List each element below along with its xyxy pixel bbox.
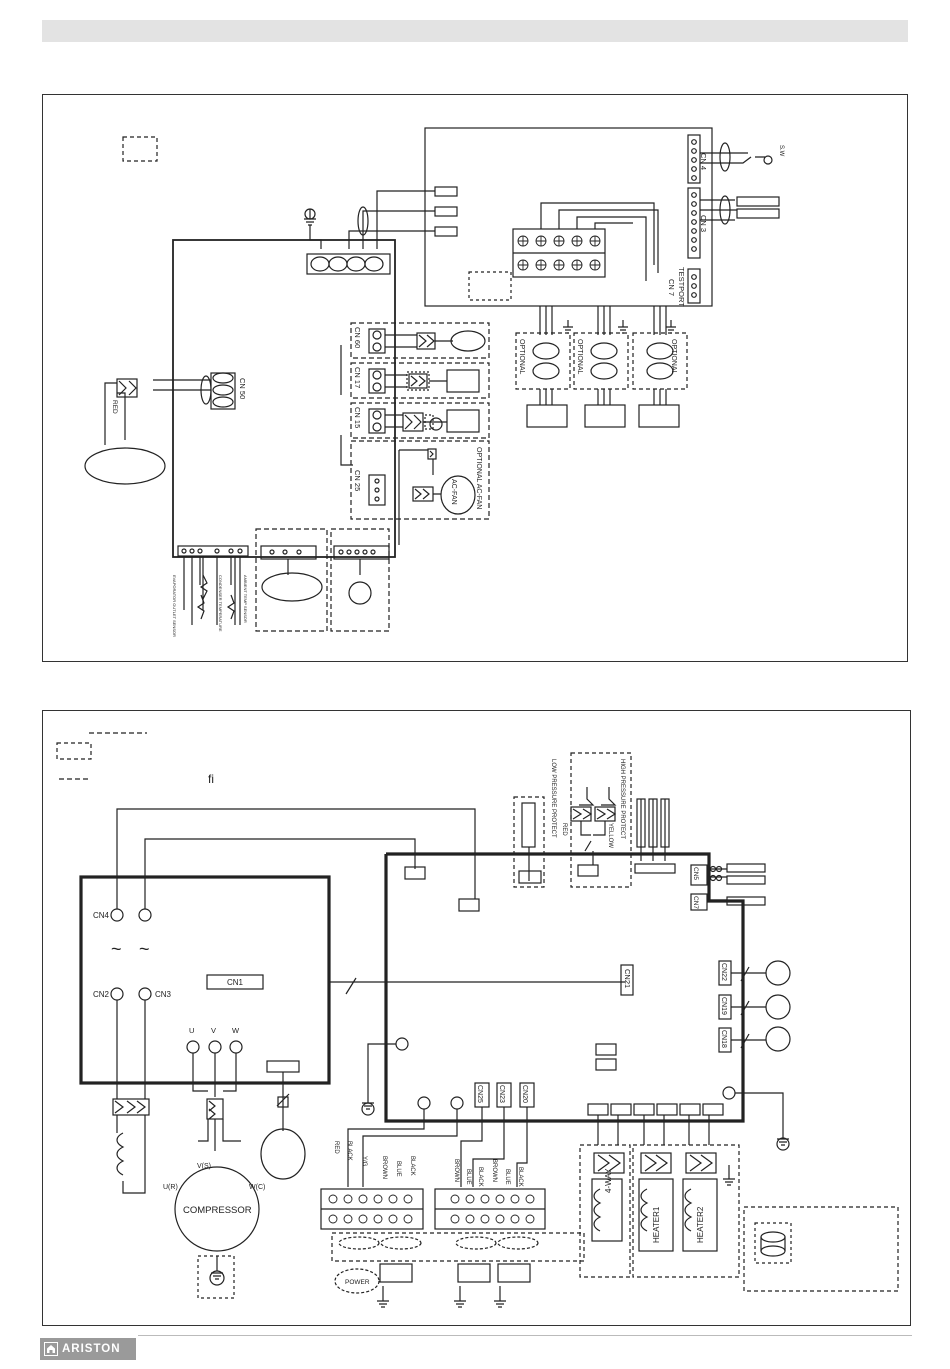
- label-w: W: [232, 1026, 240, 1035]
- label-cn25: CN25: [476, 1085, 483, 1103]
- cn3-connector: [687, 187, 701, 259]
- header-bar: [42, 20, 908, 42]
- label-ac-fan: AC-FAN: [450, 479, 457, 505]
- label-cn3: CN3: [155, 990, 172, 999]
- outdoor-wiring-svg: ﬁ: [56, 732, 899, 1308]
- label-cn60: CN 60: [353, 327, 362, 348]
- label-optional-3: OPTIONAL: [670, 339, 677, 375]
- fan-motor: [261, 572, 323, 602]
- label-ur: U(R): [163, 1184, 178, 1191]
- legend-text: ﬁ: [208, 772, 214, 786]
- label-cn19: CN19: [720, 997, 727, 1015]
- label-cn20: CN20: [521, 1085, 528, 1103]
- label-optional-1: OPTIONAL: [518, 339, 525, 375]
- cn17-group: [350, 362, 490, 399]
- wire-color-right-4: BLUE: [504, 1169, 510, 1185]
- indoor-wiring-svg: CN 4 CN 3 TESTPORT CN 7 S.W CN 60 CN 17 …: [84, 127, 784, 637]
- label-cn5: CN5: [692, 867, 699, 880]
- wire-color-left-5: BLACK: [409, 1156, 415, 1176]
- inverter-module: [79, 875, 331, 1085]
- label-cn22: CN22: [720, 963, 727, 981]
- label-cn4: CN 4: [699, 153, 708, 170]
- label-v: V: [211, 1026, 216, 1035]
- sensor-probe-1: [736, 196, 780, 207]
- label-low-pressure: LOW PRESSURE PROTECT: [550, 759, 556, 838]
- cn25-group: [350, 440, 490, 520]
- label-cn2: CN2: [93, 990, 110, 999]
- motor-cn50: [84, 447, 166, 485]
- label-high-pressure: HIGH PRESSURE PROTECT: [619, 759, 625, 839]
- label-heater1: HEATER1: [652, 1206, 661, 1243]
- fan-motor-group: [255, 528, 328, 632]
- label-sw: S.W: [778, 145, 784, 157]
- label-sensor-1: EVAPORATOR OUTLET SENSOR: [172, 575, 177, 637]
- label-cn21: CN21: [623, 969, 632, 988]
- label-yellow: YELLOW: [607, 823, 613, 848]
- stepper-motor-group: [330, 528, 390, 632]
- wire-color-left-0: RED: [333, 1141, 339, 1154]
- switch-terminal: [763, 155, 773, 165]
- sensor-probe-2: [736, 208, 780, 219]
- label-cn23: CN23: [498, 1085, 505, 1103]
- label-testport: TESTPORT: [677, 267, 686, 307]
- label-cn18: CN18: [720, 1030, 727, 1048]
- terminal-board: [424, 127, 713, 307]
- power-terminal: [306, 253, 391, 275]
- label-compressor: COMPRESSOR: [183, 1205, 252, 1216]
- brand-name: ARISTON: [62, 1343, 121, 1355]
- outdoor-wiring-diagram: ﬁ: [42, 710, 911, 1326]
- label-cn50: CN 50: [238, 378, 247, 399]
- label-cn7: CN 7: [667, 279, 676, 296]
- wire-color-right-0: BROWN: [453, 1159, 459, 1182]
- label-power: POWER: [345, 1279, 370, 1286]
- cn7-connector: [687, 268, 701, 304]
- label-heater2: HEATER2: [696, 1206, 705, 1243]
- label-tilde-2: ~: [139, 939, 150, 959]
- label-red: RED: [111, 400, 118, 414]
- label-vs: V(S): [197, 1163, 211, 1170]
- wire-color-right-3: BROWN: [491, 1159, 497, 1182]
- legend-dashed-box: [56, 742, 92, 760]
- label-red: RED: [561, 823, 567, 836]
- legend-dashed-box: [122, 136, 158, 162]
- wire-color-right-5: BLACK: [517, 1167, 523, 1187]
- power-supply: [334, 1268, 380, 1294]
- compressor: [174, 1166, 260, 1252]
- label-cn15: CN 15: [353, 407, 362, 428]
- wire-color-left-2: Y/G: [361, 1156, 367, 1167]
- cn60-group: [350, 322, 490, 359]
- house-icon: [44, 1342, 58, 1356]
- label-cn17: CN 17: [353, 367, 362, 388]
- indoor-wiring-diagram: CN 4 CN 3 TESTPORT CN 7 S.W CN 60 CN 17 …: [42, 94, 908, 662]
- wire-color-left-1: BLACK: [346, 1141, 352, 1161]
- label-u: U: [189, 1026, 194, 1035]
- wire-color-left-3: BROWN: [381, 1156, 387, 1179]
- label-sensor-2: CONDENSER TEMPERATURE: [218, 575, 223, 632]
- stepper-motor: [348, 581, 372, 605]
- label-cn7: CN7: [692, 896, 699, 909]
- label-cn4: CN4: [93, 911, 110, 920]
- label-optional-2: OPTIONAL: [576, 339, 583, 375]
- label-sensor-3: AMBIENT TEMP SENSOR: [243, 575, 248, 623]
- cn4-connector: [687, 134, 701, 184]
- cn15-group: [350, 402, 490, 439]
- brand-logo: ARISTON: [40, 1338, 136, 1360]
- label-wc: W(C): [249, 1184, 265, 1191]
- wire-color-right-2: BLACK: [477, 1167, 483, 1187]
- wire-color-right-1: BLUE: [465, 1169, 471, 1185]
- label-cn3: CN 3: [699, 215, 708, 232]
- fan-motor: [260, 1128, 306, 1180]
- main-control-board: [384, 852, 745, 1123]
- footer-rule: [138, 1335, 912, 1336]
- wire-color-left-4: BLUE: [395, 1161, 401, 1177]
- label-tilde-1: ~: [111, 939, 122, 959]
- label-cn25: CN 25: [353, 470, 362, 491]
- label-optional-ac-fan: OPTIONAL AC-FAN: [475, 447, 482, 509]
- cn1-connector: [206, 974, 264, 990]
- label-four-way: 4-WAY: [604, 1168, 613, 1193]
- label-cn1: CN1: [227, 978, 244, 987]
- cn50-connector: [210, 372, 236, 410]
- ac-fan: [440, 475, 476, 515]
